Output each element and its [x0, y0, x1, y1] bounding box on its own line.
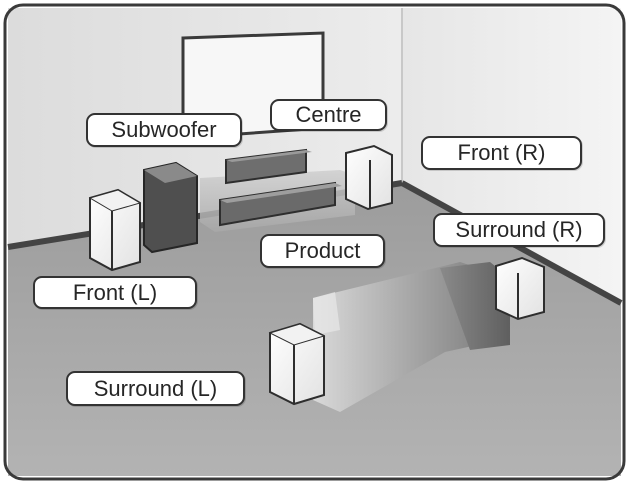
front-left-speaker-top — [88, 189, 142, 212]
product-unit-top — [220, 183, 342, 203]
surround-left-speaker-top — [268, 323, 326, 346]
subwoofer-top — [144, 163, 197, 183]
front-right-label: Front (R) — [421, 136, 582, 170]
product-label: Product — [260, 234, 385, 268]
subwoofer-label: Subwoofer — [86, 113, 242, 147]
diagram-frame — [3, 3, 626, 481]
sofa-back — [440, 262, 510, 350]
centre-label: Centre — [270, 99, 387, 131]
surround-right-label: Surround (R) — [433, 213, 605, 247]
surround-right-speaker — [495, 256, 545, 321]
front-left-label: Front (L) — [33, 276, 197, 309]
surround-left-label: Surround (L) — [66, 371, 245, 406]
centre-speaker-top — [226, 150, 312, 162]
sofa-arm — [313, 292, 340, 335]
